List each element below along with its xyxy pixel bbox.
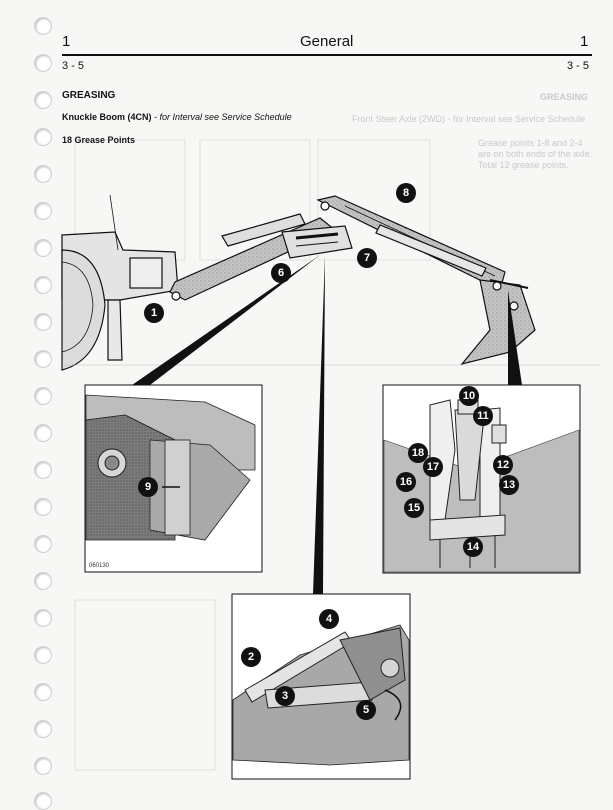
header-rule [62,54,592,56]
page-number-left: 3 - 5 [62,60,85,72]
binding-hole [34,276,52,294]
binding-hole [34,91,52,109]
callout-marker: 6 [271,263,291,283]
binding-hole [34,720,52,738]
callout-marker: 1 [144,303,164,323]
binding-hole [34,572,52,590]
detail-pivot-view [84,384,263,573]
binding-hole [34,609,52,627]
subsection-title: Knuckle Boom (4CN) [62,112,152,122]
binding-hole [34,350,52,368]
binding-hole [34,461,52,479]
binding-hole [34,313,52,331]
binding-hole [34,239,52,257]
section-number-right: 1 [580,33,589,50]
subsection-heading: Knuckle Boom (4CN) - for Interval see Se… [62,112,292,122]
binding-hole [34,757,52,775]
callout-marker: 3 [275,686,295,706]
binding-hole [34,54,52,72]
callout-marker: 10 [459,386,479,406]
grease-point-count: 18 Grease Points [62,135,136,145]
callout-marker: 13 [499,475,519,495]
binding-holes [0,0,60,810]
bleed-through-subheading: Front Steer Axle (2WD) - for Interval se… [352,114,586,124]
section-number-left: 1 [62,33,71,50]
leader-wedge [508,290,522,385]
subsection-note: - for Interval see Service Schedule [154,112,292,122]
section-heading: GREASING [62,90,116,101]
page-number-right: 3 - 5 [567,60,590,72]
leader-wedge [313,255,325,594]
callout-marker: 5 [356,700,376,720]
binding-hole [34,128,52,146]
callout-marker: 9 [138,477,158,497]
callout-marker: 17 [423,457,443,477]
callout-marker: 2 [241,647,261,667]
bleed-through-line: Total 12 grease points. [478,160,569,170]
bleed-through-line: Grease points 1-8 and 2-4 [478,138,583,148]
binding-hole [34,424,52,442]
callout-marker: 14 [463,537,483,557]
binding-hole [34,646,52,664]
binding-hole [34,202,52,220]
binding-hole [34,165,52,183]
callout-marker: 12 [493,455,513,475]
binding-hole [34,683,52,701]
callout-marker: 8 [396,183,416,203]
callout-marker: 16 [396,472,416,492]
callout-marker: 11 [473,406,493,426]
callout-marker: 18 [408,443,428,463]
bleed-through-line: are on both ends of the axle. [478,149,593,159]
bleed-through-heading: GREASING [540,92,589,102]
leader-wedge [132,255,320,385]
figure-code: 060130 [89,563,110,569]
binding-hole [34,387,52,405]
main-view [61,194,600,371]
callout-marker: 7 [357,248,377,268]
binding-hole [34,535,52,553]
callout-marker: 15 [404,498,424,518]
page-title: General [300,33,354,50]
callout-marker: 4 [319,609,339,629]
binding-hole [34,17,52,35]
binding-hole [34,498,52,516]
